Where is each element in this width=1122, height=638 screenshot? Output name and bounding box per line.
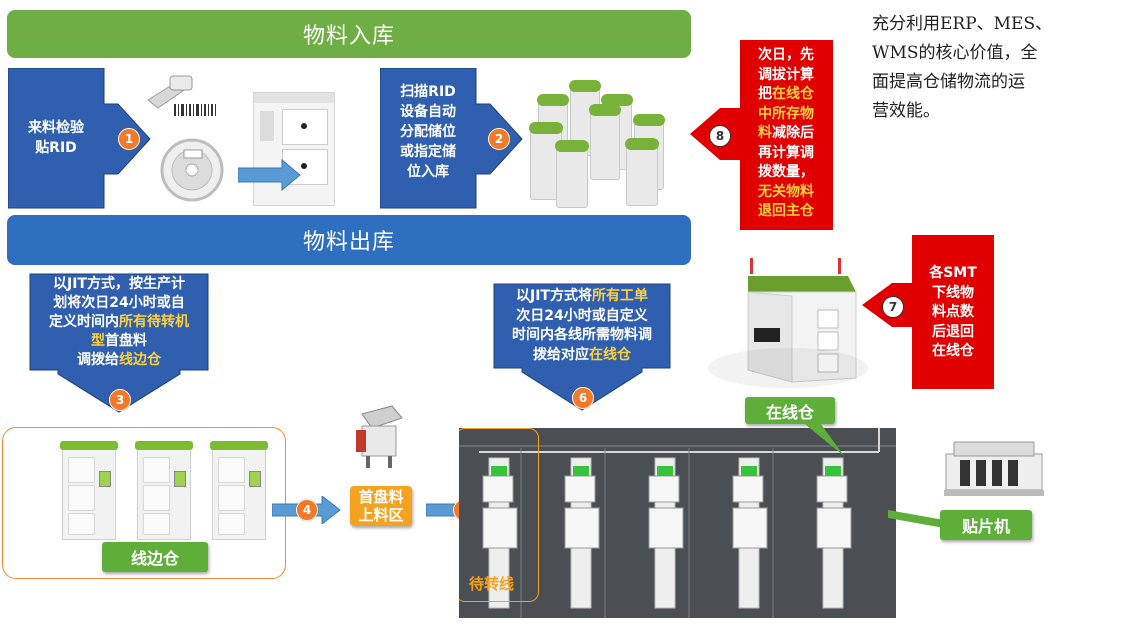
line-side-cabinet (60, 441, 118, 540)
step3-text-part: 定义时间内 (49, 314, 119, 330)
inbound-banner-title: 物料入库 (302, 24, 395, 49)
step6-text-part: 拨给对应 (533, 346, 589, 363)
step8-highlight-line: 中所存物 (758, 105, 814, 122)
placement-machine-pointer (888, 510, 944, 528)
first-tray-loading-area-label: 首盘料 上料区 (350, 486, 412, 526)
line-side-warehouse-group (2, 427, 286, 579)
step3-arrow-shape (29, 273, 209, 413)
step3-line: 调拨给线边仓 (30, 351, 208, 370)
step6-line: 次日24小时或自定义 (516, 307, 648, 324)
step7-line: 料点数 (932, 304, 974, 320)
step6-line: 以JIT方式将所有工单 (494, 287, 670, 307)
storage-shelf-image (253, 92, 335, 206)
step2-line: 位入库 (407, 164, 449, 180)
step2-line: 设备自动 (400, 104, 456, 120)
step7-line: 在线仓 (932, 343, 974, 359)
step3-line: 型首盘料 (30, 332, 208, 351)
step8-highlight: 在线仓 (772, 86, 814, 102)
step8-arrow-shape (690, 40, 833, 230)
step8-line: 料减除后 (742, 124, 830, 144)
step6-highlight: 在线仓 (589, 346, 631, 363)
step8-line: 拨数量， (758, 164, 814, 180)
step3-line: 定义时间内所有待转机 (30, 313, 208, 332)
step3-line: 划将次日24小时或自 (53, 295, 185, 311)
step6-number-badge: 6 (572, 387, 594, 409)
step3-text-part: 调拨给 (77, 352, 119, 368)
step7-line: 后退回 (932, 323, 974, 340)
summary-note: 充分利用ERP、MES、 WMS的核心价值，全 面提高仓储物流的运 营效能。 (872, 10, 1112, 126)
step6-text: 以JIT方式将所有工单 次日24小时或自定义 时间内各线所需物料调 拨给对应在线… (494, 287, 670, 365)
smt-lines-illustration (459, 428, 896, 618)
step8-number-badge: 8 (709, 125, 731, 147)
online-warehouse-pointer (800, 420, 844, 456)
step6-highlight: 所有工单 (591, 288, 648, 304)
barcode-scanner-icon (147, 75, 224, 202)
outbound-banner: 物料出库 (7, 215, 691, 265)
step2-number-badge: 2 (488, 128, 510, 150)
loader-robot-icon (356, 405, 403, 468)
step7-line: 下线物 (932, 284, 974, 301)
step1-number-badge: 1 (118, 128, 140, 150)
step8-line: 调拔计算 (758, 66, 814, 83)
pending-line-zone (459, 428, 539, 602)
summary-note-line: 充分利用ERP、MES、 (872, 14, 1053, 34)
step1-line: 来料检验 (28, 120, 84, 136)
step3-highlight: 型 (91, 333, 105, 349)
step8-highlight-line: 无关物料 (758, 183, 814, 200)
outbound-banner-title: 物料出库 (302, 230, 395, 255)
step2-line: 或指定储 (400, 144, 456, 160)
first-tray-loading-area-text: 首盘料 上料区 (358, 488, 404, 524)
step3-highlight: 所有待转机 (119, 314, 189, 330)
step3-number-badge: 3 (109, 389, 131, 411)
step6-line: 时间内各线所需物料调 (512, 327, 652, 343)
step6-line: 拨给对应在线仓 (494, 346, 670, 366)
step3-line: 以JIT方式，按生产计 (53, 276, 185, 292)
step3-highlight: 线边仓 (119, 352, 161, 368)
online-warehouse-machine (708, 258, 868, 388)
placement-machine-image (944, 441, 1044, 496)
step3-text: 以JIT方式，按生产计 划将次日24小时或自 定义时间内所有待转机 型首盘料 调… (30, 275, 208, 370)
step8-highlight: 料 (758, 125, 772, 141)
step7-text: 各SMT 下线物 料点数 后退回 在线仓 (914, 264, 992, 362)
step4-number-badge: 4 (296, 499, 318, 521)
step3-text-part: 首盘料 (105, 333, 147, 349)
step8-highlight-line: 退回主仓 (758, 203, 814, 219)
step2-line: 分配储位 (400, 124, 456, 140)
line-side-cabinet (135, 441, 193, 540)
feed-arrow-icon (238, 158, 301, 192)
step1-line: 贴RID (35, 140, 77, 156)
inbound-banner: 物料入库 (7, 10, 691, 58)
online-warehouse-label: 在线仓 (745, 397, 835, 424)
step7-arrow-shape (862, 235, 994, 389)
step8-line: 次日，先 (758, 47, 814, 63)
step8-text-part: 减除后 (772, 125, 814, 141)
pending-line-label: 待转线 (469, 575, 515, 593)
step2-line: 扫描RID (400, 84, 456, 100)
step1-text: 来料检验 贴RID (8, 118, 104, 158)
step6-text-part: 以JIT方式将 (516, 288, 592, 304)
step7-number-badge: 7 (882, 296, 904, 318)
step2-text: 扫描RID 设备自动 分配储位 或指定储 位入库 (380, 82, 476, 182)
summary-note-line: WMS的核心价值，全 (872, 43, 1038, 63)
line-side-warehouse-label: 线边仓 (102, 542, 208, 572)
smt-production-floor: 待转线 (459, 428, 896, 618)
main-warehouse-towers (529, 78, 675, 208)
summary-note-line: 营效能。 (872, 101, 940, 121)
placement-machine-label: 贴片机 (940, 510, 1032, 540)
step2-arrow-shape (380, 68, 523, 209)
step8-line: 把在线仓 (742, 85, 830, 105)
step8-line: 再计算调 (758, 144, 814, 161)
step7-line: 各SMT (929, 265, 977, 281)
summary-note-line: 面提高仓储物流的运 (872, 72, 1025, 92)
step6-arrow-shape (493, 283, 671, 411)
step8-text: 次日，先 调拔计算 把在线仓 中所存物 料减除后 再计算调 拨数量， 无关物料 … (742, 46, 830, 222)
step1-arrow-shape (8, 68, 151, 209)
step8-text-part: 把 (758, 86, 772, 102)
line-side-cabinet (210, 441, 268, 540)
